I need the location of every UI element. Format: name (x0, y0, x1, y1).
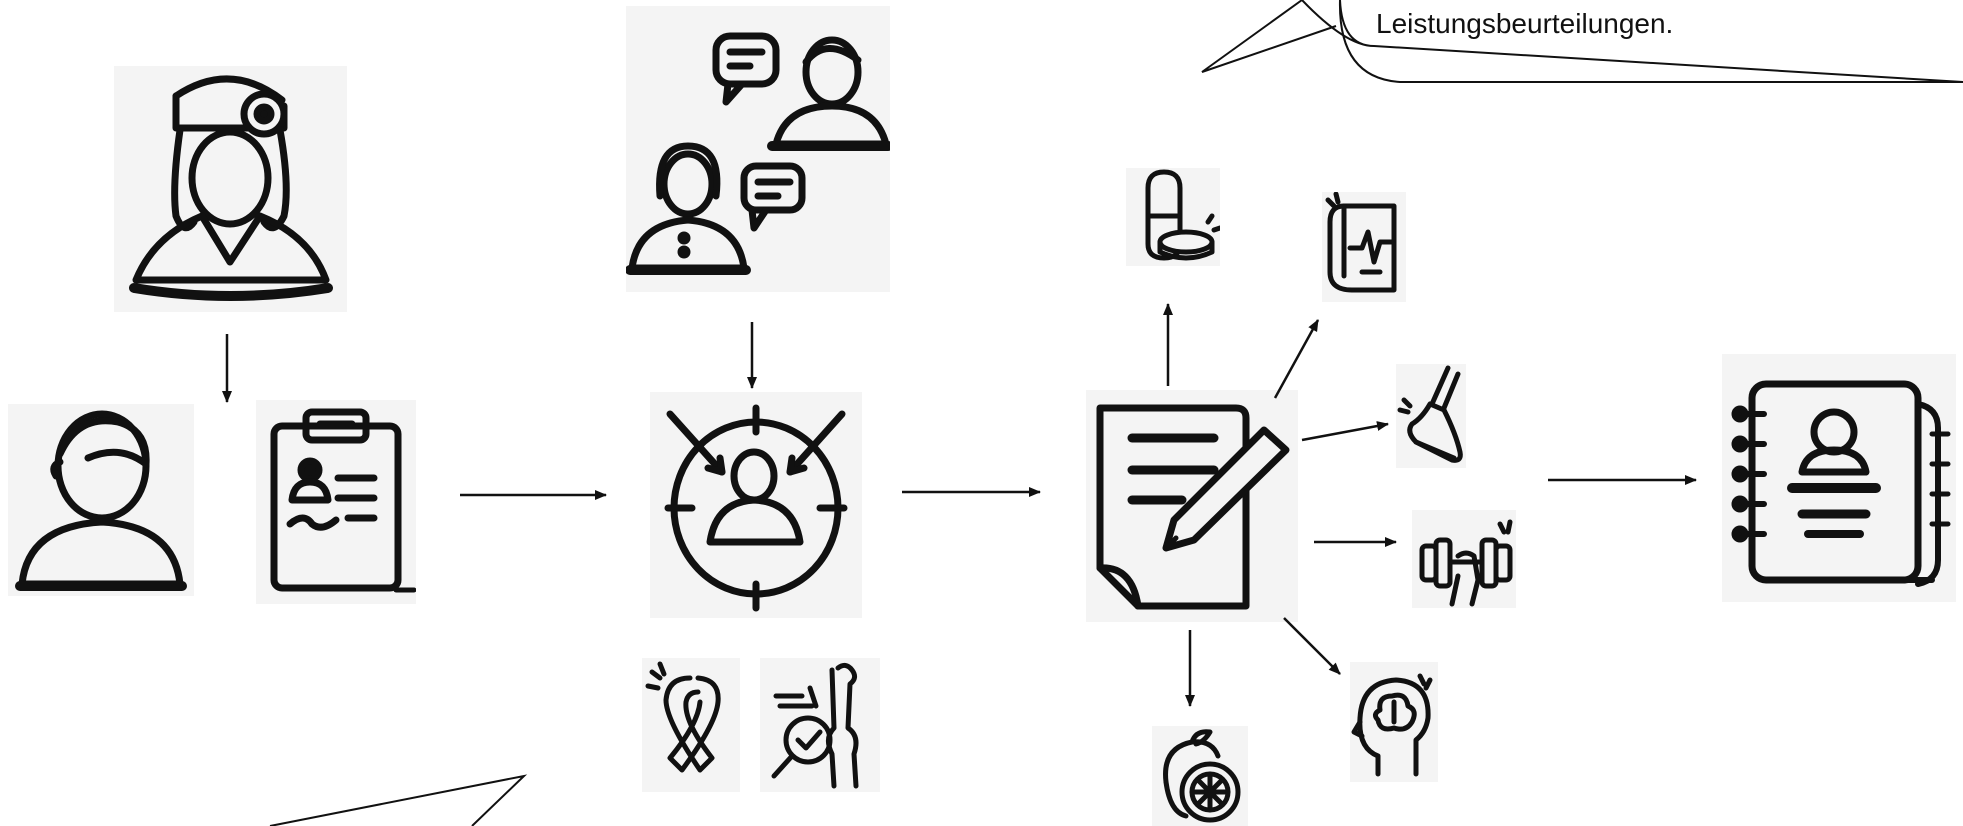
ecg-card (1322, 192, 1406, 302)
doctor-card (114, 66, 347, 312)
patient-card (8, 404, 194, 596)
brain-icon (1351, 673, 1433, 777)
callout-top-right-text: Leistungsbeurteilungen. (1376, 8, 1674, 39)
arrow-plan-to-shoe (1301, 421, 1389, 442)
clipboard-card (256, 400, 416, 604)
brain-card (1350, 662, 1438, 782)
lemon-nutrition-icon (1163, 729, 1241, 823)
doctor-icon (129, 75, 333, 301)
clipboard-record-icon (270, 408, 416, 593)
dumbbell-card (1412, 510, 1516, 608)
callout-bottom-left-outline (269, 774, 528, 826)
ecg-report-icon (1325, 192, 1397, 293)
lemon-card (1152, 726, 1248, 826)
dumbbell-icon (1419, 519, 1513, 607)
patient-icon (15, 410, 187, 591)
care-plan-document-icon (1096, 404, 1290, 610)
joint-examination-icon (771, 662, 859, 789)
patient-focus-card (650, 392, 862, 618)
consultation-icon (626, 32, 890, 275)
patient-record-book-icon (1731, 380, 1951, 587)
medication-card (1126, 168, 1220, 266)
shoe-card (1396, 364, 1466, 468)
walking-shoe-icon (1397, 365, 1463, 463)
patient-focus-icon (664, 404, 848, 612)
callout-top-right-bubble (1338, 0, 1963, 83)
arrow-plan-to-ecg (1273, 319, 1320, 399)
care-plan-card (1086, 390, 1298, 622)
joint-card (760, 658, 880, 792)
cancer-ribbon-icon (645, 661, 721, 773)
arrow-plan-to-brain (1283, 617, 1341, 675)
ribbon-card (642, 658, 740, 792)
medication-icon (1145, 169, 1220, 261)
consultation-card (626, 6, 890, 292)
record-book-card (1722, 354, 1956, 602)
